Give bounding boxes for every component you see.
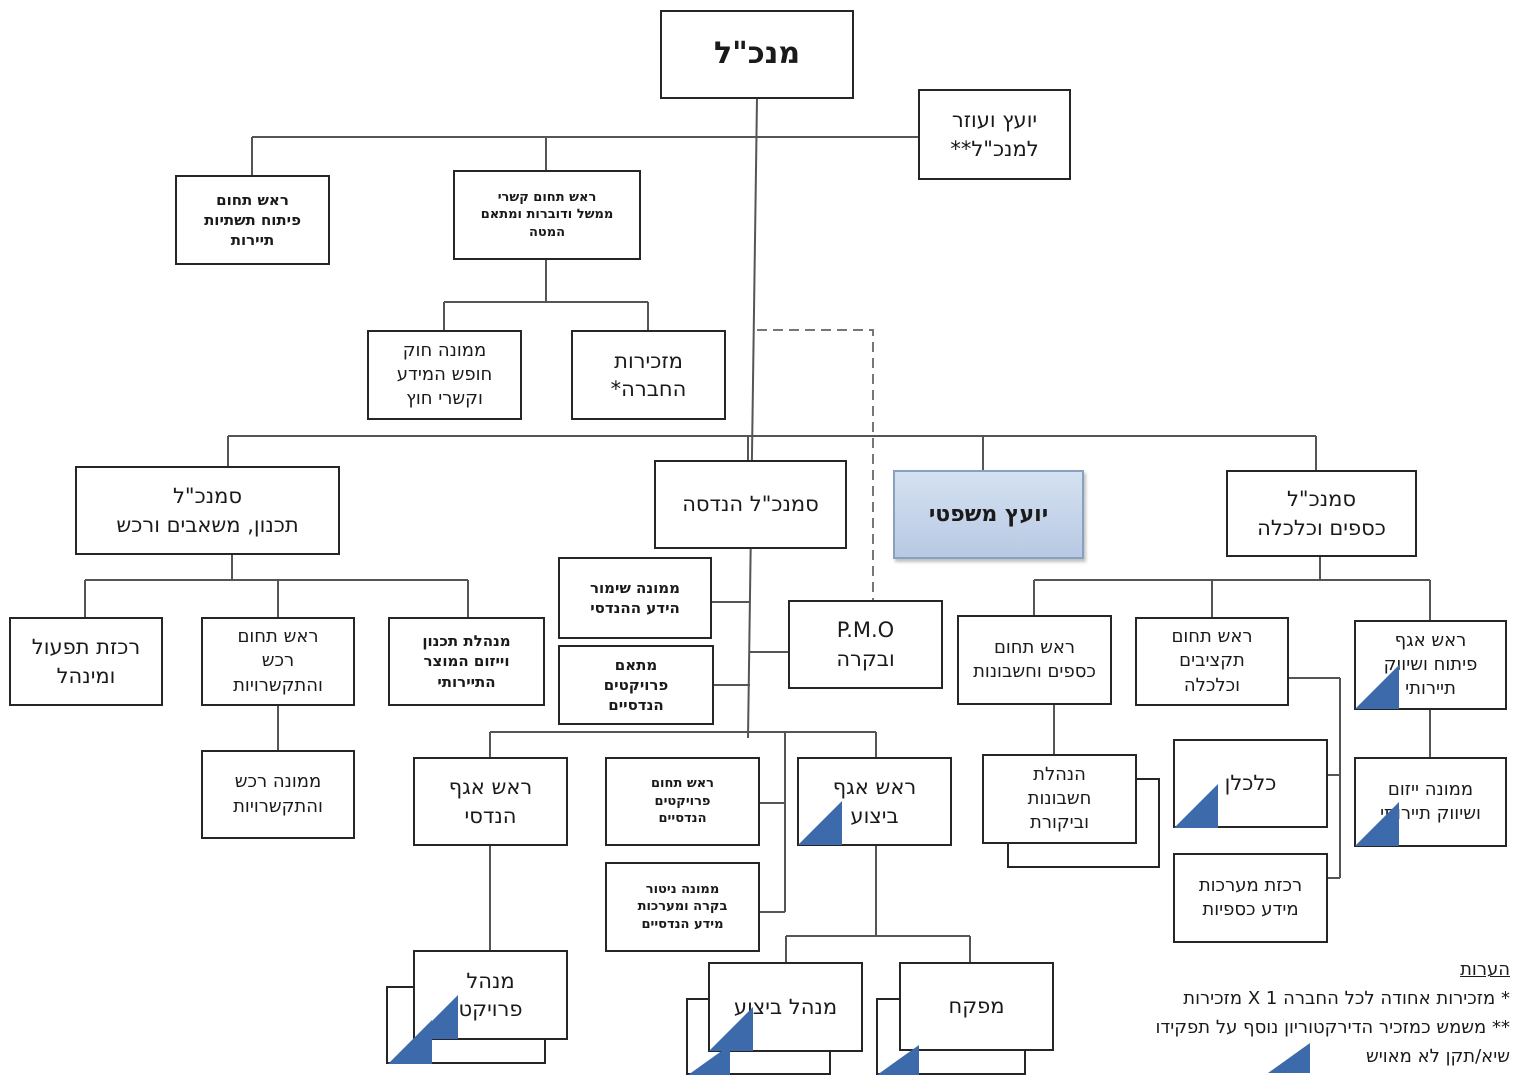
note-1: * מזכירות אחודה לכל החברה X 1 מזכירות xyxy=(1183,988,1510,1009)
foia-officer-node: ממונה חוק חופש המידע וקשרי חוץ xyxy=(367,330,522,420)
gov-relations-head-node: ראש תחום קשרי ממשל ודוברות ומתאם המטה xyxy=(453,170,641,260)
vacant-marker xyxy=(688,1045,730,1075)
deputy-finance-node: סמנכ"ל כספים וכלכלה xyxy=(1226,470,1417,557)
vacant-marker xyxy=(709,1007,753,1051)
engineering-division-head-node: ראש אגף הנדסי xyxy=(413,757,568,846)
procurement-officer-node: ממונה רכש והתקשרויות xyxy=(201,750,355,839)
advisor-node: יועץ ועוזר למנכ"ל** xyxy=(918,89,1071,180)
legal-advisor-node: יועץ משפטי xyxy=(893,470,1084,559)
projects-coordinator-node: מתאם פרויקטים הנדסיים xyxy=(558,645,714,725)
vacant-marker xyxy=(798,801,842,845)
supervisor-node: מפקח xyxy=(899,962,1054,1051)
deputy-planning-node: סמנכ"ל תכנון, משאבים ורכש xyxy=(75,466,340,555)
accounting-head-node: ראש תחום כספים וחשבונות xyxy=(957,615,1112,705)
vacant-legend-marker xyxy=(1268,1043,1310,1073)
vacant-marker xyxy=(877,1045,919,1075)
economist-node: כלכלן xyxy=(1173,739,1328,828)
product-planning-mgr-node: מנהלת תכנון וייזום המוצר התיירותי xyxy=(388,617,545,706)
notes-title: הערות xyxy=(1460,959,1510,980)
eng-projects-head-node: ראש תחום פרויקטים הנדסיים xyxy=(605,757,760,846)
procurement-head-node: ראש תחום רכש והתקשרויות xyxy=(201,617,355,706)
vacant-marker xyxy=(1355,802,1399,846)
monitoring-officer-node: ממונה ניטור בקרה ומערכות מידע הנדסיים xyxy=(605,862,760,952)
pmo-node: P.M.O ובקרה xyxy=(788,600,943,689)
ceo-node: מנכ"ל xyxy=(660,10,854,99)
ops-coordinator-node: רכזת תפעול ומינהל xyxy=(9,617,163,706)
budget-head-node: ראש תחום תקציבים וכלכלה xyxy=(1135,617,1289,706)
vacant-marker xyxy=(1174,784,1218,828)
vacant-marker xyxy=(388,1020,432,1064)
deputy-engineering-node: סמנכ"ל הנדסה xyxy=(654,460,847,549)
note-2: ** משמש כמזכיר הדירקטוריון נוסף על תפקיד… xyxy=(1155,1017,1510,1038)
knowledge-officer-node: ממונה שימור הידע ההנדסי xyxy=(558,557,712,639)
fin-systems-coordinator-node: רכזת מערכות מידע כספיות xyxy=(1173,853,1328,943)
secretary-node: מזכירות החברה* xyxy=(571,330,726,420)
vacant-marker xyxy=(1355,665,1399,709)
notes-legend: הערות * מזכירות אחודה לכל החברה X 1 מזכי… xyxy=(1080,955,1510,1071)
infra-dev-head-node: ראש תחום פיתוח תשתיות תיירות xyxy=(175,175,330,265)
vacant-legend-text: שיא/תקן לא מאויש xyxy=(1365,1046,1510,1067)
accounting-mgmt-node: הנהלת חשבונות וביקורת xyxy=(982,754,1137,844)
